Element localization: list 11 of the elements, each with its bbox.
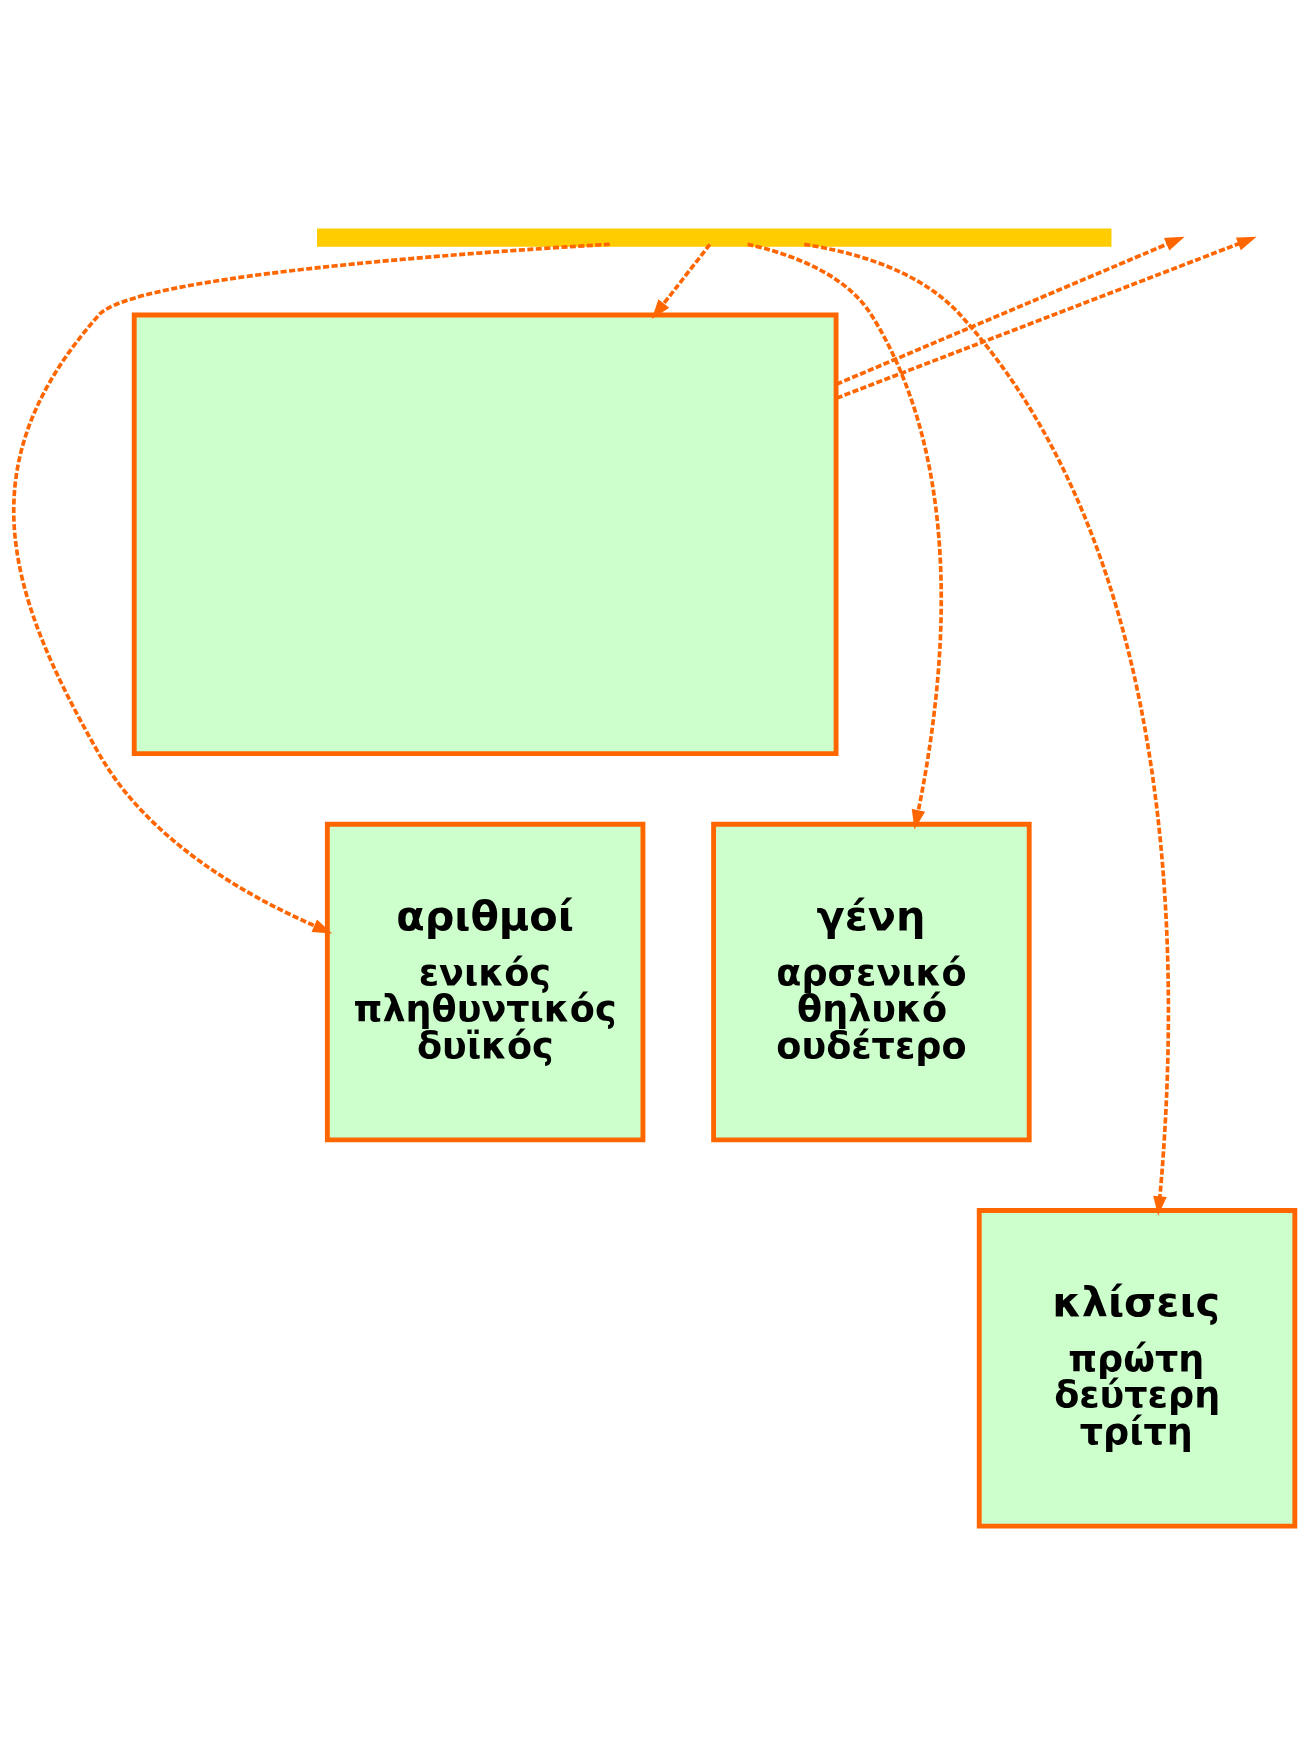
arrow (651, 242, 712, 319)
node-box: κλίσεις πρώτη δεύτερη τρίτη (976, 1207, 1298, 1529)
arrow (747, 242, 943, 829)
node-bar (317, 227, 1112, 247)
node-box: αριθμοί ενικός πληθυντικός δυϊκός (324, 821, 646, 1142)
node-box (131, 312, 839, 756)
node-box: γένη αρσενικό θηλυκό ουδέτερο (711, 821, 1032, 1142)
arrow (835, 236, 1185, 386)
arrow (12, 241, 610, 933)
arrow (835, 236, 1257, 400)
arrow (803, 242, 1171, 1216)
